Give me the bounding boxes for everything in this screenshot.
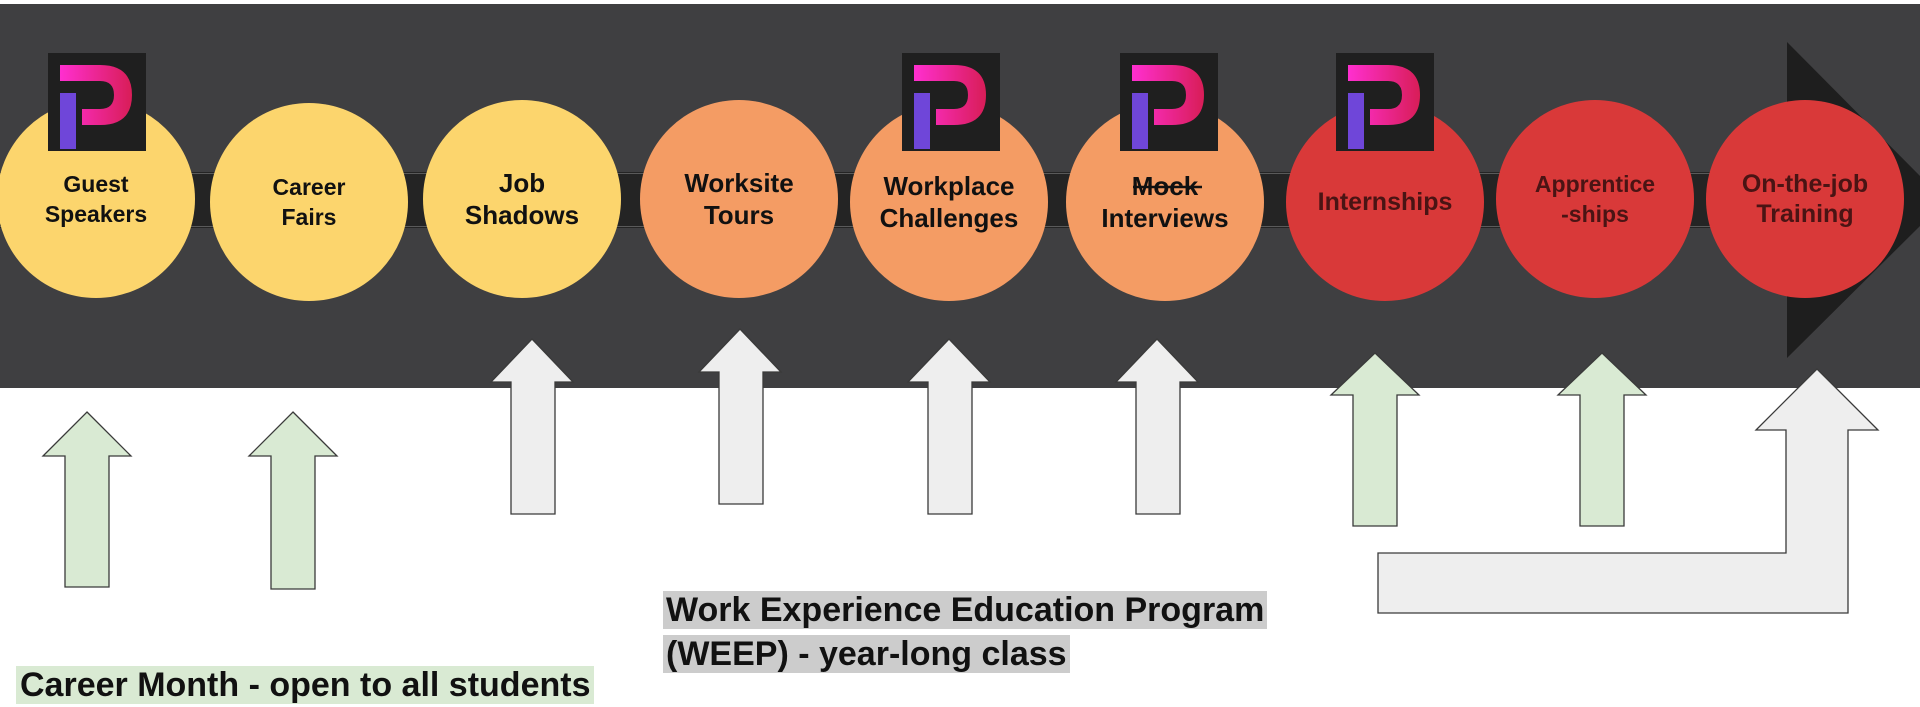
stage-on-the-job-training: On-the-job Training (1706, 100, 1904, 298)
up-arrow-mock-interviews (1114, 338, 1200, 515)
p-logo-graphic (914, 65, 986, 149)
stage-label: Workplace Challenges (879, 171, 1019, 233)
up-arrow-guest-speakers (41, 411, 133, 588)
p-logo-graphic (1348, 65, 1420, 149)
top-border (0, 0, 1920, 4)
stage-worksite-tours: Worksite Tours (640, 100, 838, 298)
stage-label: On-the-job Training (1741, 170, 1869, 228)
p-logo-graphic (1132, 65, 1204, 149)
stage-label: Career Fairs (272, 174, 346, 230)
stage-job-shadows: Job Shadows (423, 100, 621, 298)
up-arrow-job-shadows (489, 338, 575, 515)
stage-label: Guest Speakers (44, 171, 148, 227)
stage-label: Worksite Tours (684, 168, 794, 230)
up-arrow-internships (1329, 352, 1421, 527)
career-month-label: Career Month - open to all students (16, 619, 595, 707)
stage-label: Job Shadows (464, 168, 580, 230)
up-arrow-workplace-challenges (906, 338, 992, 515)
weep-label: Work Experience Education Program (WEEP)… (663, 544, 1268, 676)
p-logo-icon (1120, 53, 1218, 151)
p-logo-icon (48, 53, 146, 151)
strike-layer (1133, 185, 1202, 189)
arrows-layer (41, 328, 1880, 614)
stage-label: Apprentice -ships (1534, 171, 1656, 227)
up-arrow-career-fairs (247, 411, 339, 590)
stage-career-fairs: Career Fairs (210, 103, 408, 301)
stage-label: Internships (1317, 188, 1453, 216)
career-month-label-text: Career Month - open to all students (16, 666, 595, 704)
bent-arrow-on-the-job-training (1377, 368, 1880, 614)
stage-apprenticeships: Apprentice -ships (1496, 100, 1694, 298)
p-logo-icon (902, 53, 1000, 151)
p-logo-graphic (60, 65, 132, 149)
p-logo-icon (1336, 53, 1434, 151)
up-arrow-apprenticeships (1556, 352, 1648, 527)
up-arrow-worksite-tours (697, 328, 783, 505)
weep-label-text: Work Experience Education Program (WEEP)… (663, 591, 1268, 673)
